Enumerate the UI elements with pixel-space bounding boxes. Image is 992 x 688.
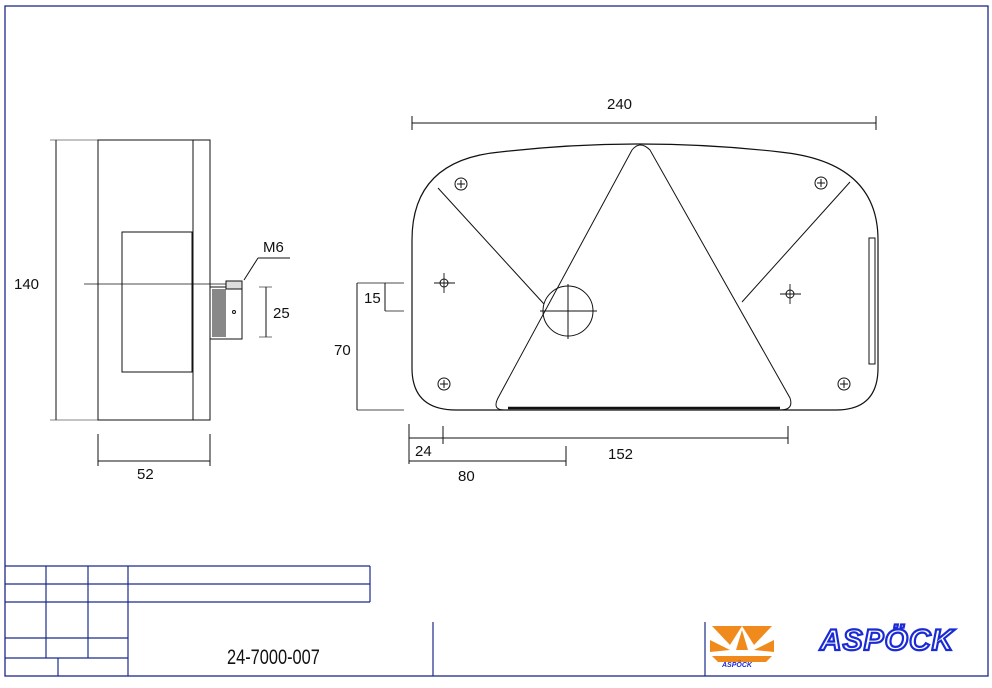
dim-140-label: 140 [14,276,39,293]
dim-80-label: 80 [458,468,475,485]
dim-52-label: 52 [137,466,154,483]
side-stud-inner [212,289,226,337]
screw-bottom-right [837,377,851,391]
lamp-housing-outline [411,143,879,411]
right-divider [741,181,851,303]
front-dimensions [356,116,877,466]
side-stud-dot [232,310,236,314]
mini-logo-text: ASPÖCK [721,660,753,669]
m6-leader-line [243,257,259,281]
aspock-emblem-logo: ASPÖCK [708,626,776,669]
aspock-wordmark-logo: ASPÖCK [819,624,956,657]
reflector-triangle [495,144,792,411]
dim-15-label: 15 [364,290,381,307]
part-number: 24-7000-007 [227,645,320,668]
m6-label: M6 [263,239,284,256]
screw-bottom-left [437,377,451,391]
side-view [50,139,290,466]
dim-25-label: 25 [273,305,290,322]
dim-70-label: 70 [334,342,351,359]
left-divider [437,187,545,305]
side-inner-panel [121,231,193,373]
front-view [411,143,879,411]
screw-top-left [454,177,468,191]
title-block [5,565,706,676]
dim-240-label: 240 [607,96,632,113]
screws [437,176,851,391]
screw-top-right [814,176,828,190]
drawing-frame [4,5,989,677]
side-marker-strip [868,237,876,365]
side-stud-cap [225,280,243,290]
dim-152-label: 152 [608,446,633,463]
side-body-outline [97,139,211,421]
dim-24-label: 24 [415,443,432,460]
